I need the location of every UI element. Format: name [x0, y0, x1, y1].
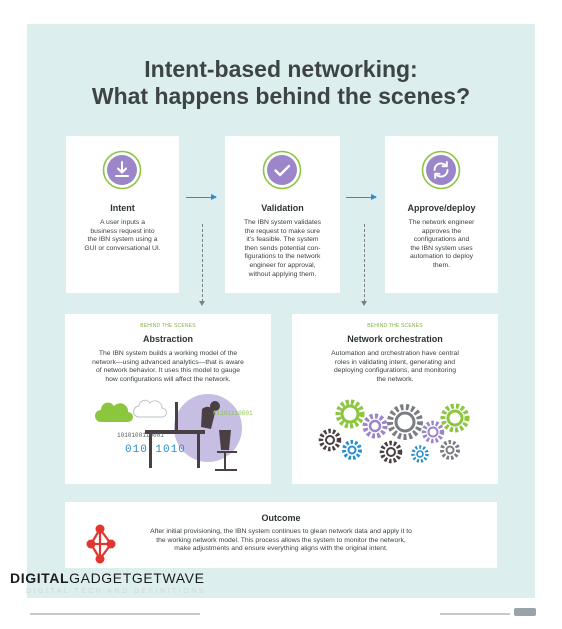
- outcome-card: Outcome After initial provisioning, the …: [65, 502, 497, 568]
- abstraction-text: The IBN system builds a working model of…: [92, 350, 244, 383]
- validation-title: Validation: [261, 203, 304, 213]
- watermark-brand-part1: DIGITAL: [10, 570, 70, 586]
- gears-illustration: [318, 399, 470, 464]
- arrow-to-abstraction: [199, 224, 205, 306]
- validation-text: The IBN system validates the request to …: [243, 219, 322, 278]
- network-logo-icon: [86, 524, 116, 564]
- intent-title: Intent: [110, 203, 135, 213]
- outcome-title: Outcome: [261, 513, 301, 523]
- watermark-brand-part2: GADGETGETWAVE: [69, 570, 205, 586]
- approve-card: Approve/deploy The network engineer appr…: [385, 136, 498, 293]
- download-icon: [102, 150, 142, 190]
- analyst-desk-illustration: [95, 394, 242, 471]
- publisher-logo: [514, 608, 536, 616]
- outcome-text: After initial provisioning, the IBN syst…: [150, 528, 412, 553]
- arrow-to-orchestration: [361, 224, 367, 306]
- refresh-icon: [421, 150, 461, 190]
- orchestration-card: BEHIND THE SCENES Network orchestration …: [292, 314, 498, 484]
- checkmark-icon: [262, 150, 302, 190]
- validation-card: Validation The IBN system validates the …: [225, 136, 340, 293]
- intent-text: A user inputs a business request into th…: [84, 219, 161, 252]
- approve-text: The network engineer approves the config…: [408, 219, 475, 269]
- footer-fine-print-right: [440, 613, 510, 615]
- watermark-brand: DIGITALGADGETGETWAVE: [10, 570, 205, 586]
- footer-fine-print-left: [30, 613, 200, 615]
- binary-text-3: 01101110001: [213, 410, 253, 417]
- orchestration-text: Automation and orchestration have centra…: [331, 350, 459, 383]
- binary-text-1: 1010100110001: [117, 432, 164, 439]
- abstraction-card: BEHIND THE SCENES Abstraction The IBN sy…: [65, 314, 271, 484]
- orchestration-tag: BEHIND THE SCENES: [367, 323, 423, 329]
- arrow-intent-to-validation: [186, 194, 217, 200]
- title-line-1: Intent-based networking:: [144, 56, 418, 82]
- title-line-2: What happens behind the scenes?: [91, 83, 471, 109]
- watermark-tagline: DIGITAL TECH AND DEFINITIONS: [26, 588, 206, 595]
- arrow-validation-to-approve: [346, 194, 377, 200]
- abstraction-title: Abstraction: [142, 334, 193, 344]
- intent-card: Intent A user inputs a business request …: [66, 136, 179, 293]
- approve-title: Approve/deploy: [407, 203, 476, 213]
- orchestration-title: Network orchestration: [347, 334, 443, 344]
- binary-text-2: 010 1010: [125, 444, 186, 456]
- abstraction-tag: BEHIND THE SCENES: [140, 323, 196, 329]
